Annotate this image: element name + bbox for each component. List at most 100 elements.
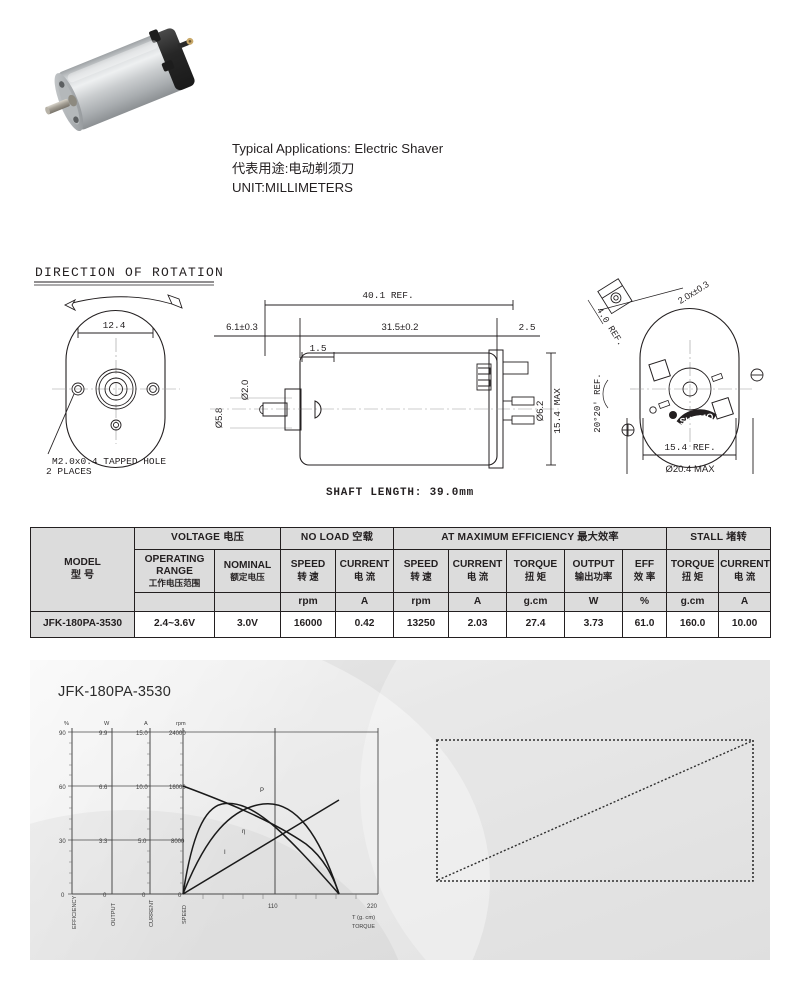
- overall-length-dim: 40.1 REF.: [362, 290, 413, 301]
- tick-cur-100: 10.0: [136, 785, 148, 791]
- unit-operating-range: [134, 592, 215, 612]
- placeholder-rect: [436, 739, 754, 882]
- subheader-stall-torque-cn: 扭 矩: [681, 571, 704, 583]
- specification-table-block: MODEL 型 号 VOLTAGE 电压 NO LOAD 空载 AT MAXIM…: [30, 527, 772, 638]
- axis-ticks: [68, 731, 183, 895]
- subheader-nominal-cn: 额定电压: [230, 571, 265, 582]
- outer-dia-dim: Ø20.4 MAX: [665, 464, 715, 475]
- curve-speed: [182, 785, 340, 895]
- direction-of-rotation-heading: DIRECTION OF ROTATION: [35, 265, 224, 280]
- axis-unit-current: A: [144, 721, 148, 727]
- xaxis-name-label: TORQUE: [352, 924, 375, 930]
- axis-minor-ticks: [69, 742, 357, 899]
- subheader-noload-current: CURRENT 电 流: [335, 549, 394, 593]
- tick-spd-16000: 16000: [169, 785, 186, 791]
- subheader-noload-speed-en: SPEED: [290, 559, 326, 571]
- body-length-dim: 31.5±0.2: [382, 322, 419, 333]
- unit-eff-percent: %: [621, 592, 668, 612]
- curve-current: [182, 799, 340, 895]
- specification-table: MODEL 型 号 VOLTAGE 电压 NO LOAD 空载 AT MAXIM…: [30, 527, 772, 638]
- subheader-eff-torque-en: TORQUE: [513, 559, 558, 571]
- unit-stall-torque: g.cm: [666, 592, 720, 612]
- applications-line-chinese: 代表用途:电动剃须刀: [232, 160, 355, 176]
- table-header-sub-row: OPERATING RANGE 工作电压范围 NOMINAL 额定电压 SPEE…: [31, 549, 772, 593]
- unit-eff-speed: rpm: [393, 592, 449, 612]
- tick-cur-50: 5.0: [138, 839, 147, 845]
- xtick-220: 220: [367, 904, 378, 910]
- xtick-110: 110: [268, 904, 278, 910]
- tick-out-99: 9.9: [99, 731, 108, 737]
- rear-dim: 2.5: [518, 322, 535, 333]
- technical-drawings-block: DIRECTION OF ROTATION 12.4: [0, 258, 800, 510]
- cell-noload-speed: 16000: [280, 611, 336, 638]
- angle-dim: 20°20' REF.: [593, 373, 603, 432]
- curve-output: [182, 803, 340, 895]
- subheader-eff-speed-cn: 转 速: [410, 571, 432, 583]
- unit-nominal: [214, 592, 281, 612]
- subheader-eff-current-cn: 电 流: [466, 571, 489, 583]
- front-width-dim: 12.4: [103, 320, 126, 331]
- placeholder-diagonal: [437, 740, 753, 881]
- tick-eff-0: 0: [61, 893, 65, 899]
- unit-stall-current: A: [718, 592, 772, 612]
- header-model: MODEL 型 号: [30, 527, 135, 612]
- side-height-dim: 15.4 MAX: [552, 388, 563, 434]
- subheader-stall-torque: TORQUE 扭 矩: [666, 549, 720, 593]
- table-header-unit-row: rpm A rpm A g.cm W % g.cm A: [31, 592, 772, 612]
- yaxis-name-efficiency: EFFICIENCY: [72, 895, 78, 929]
- subheader-stall-torque-en: TORQUE: [670, 559, 715, 571]
- subheader-eff-speed-en: SPEED: [403, 559, 439, 571]
- header-maxeff-group: AT MAXIMUM EFFICIENCY 最大效率: [392, 527, 668, 550]
- curve-label-efficiency: η: [242, 829, 245, 835]
- drawings-svg: DIRECTION OF ROTATION 12.4: [34, 265, 764, 499]
- tick-spd-24000: 24000: [169, 731, 186, 737]
- shaft-length-caption: SHAFT LENGTH: 39.0mm: [326, 487, 474, 499]
- brand-label: SUOMO: [679, 411, 714, 426]
- header-model-cn: 型 号: [70, 569, 95, 581]
- front-offset-dim: 6.1±0.3: [226, 322, 258, 333]
- subheader-eff-percent: EFF 效 率: [621, 549, 668, 593]
- unit-noload-current: A: [335, 592, 394, 612]
- cell-stall-current: 10.00: [718, 611, 772, 638]
- cell-eff-speed: 13250: [393, 611, 449, 638]
- cell-nominal: 3.0V: [214, 611, 281, 638]
- dc-motor-photo: [45, 28, 195, 132]
- axis-unit-output: W: [104, 721, 110, 727]
- side-view-drawing: 40.1 REF. 6.1±0.3 31.5±0.2 2.5 1.5: [210, 290, 563, 499]
- curve-label-current: I: [224, 850, 226, 856]
- subheader-operating-range-cn: 工作电压范围: [148, 577, 201, 588]
- unit-eff-output: W: [564, 592, 623, 612]
- subheader-stall-current-cn: 电 流: [733, 571, 756, 583]
- rear-view-drawing: 2.0x±0.3 4.0 REF.: [587, 278, 764, 475]
- curve-efficiency: [182, 802, 340, 895]
- decorative-swoosh-2: [360, 660, 770, 960]
- header-voltage-group: VOLTAGE 电压: [134, 527, 281, 550]
- xaxis-unit-label: T (g. cm): [352, 915, 375, 921]
- table-header-group-row: MODEL 型 号 VOLTAGE 电压 NO LOAD 空载 AT MAXIM…: [30, 527, 772, 612]
- subheader-eff-torque-cn: 扭 矩: [524, 571, 547, 583]
- subheader-stall-current-en: CURRENT: [720, 559, 770, 571]
- unit-noload-speed: rpm: [280, 592, 336, 612]
- yaxis-name-output: OUTPUT: [111, 902, 117, 926]
- subheader-eff-speed: SPEED 转 速: [393, 549, 449, 593]
- tick-out-0: 0: [103, 893, 107, 899]
- subheader-operating-range-en: OPERATING RANGE: [144, 553, 205, 577]
- subheader-eff-current: CURRENT 电 流: [448, 549, 507, 593]
- cell-eff-current: 2.03: [448, 611, 507, 638]
- subheader-eff-output-en: OUTPUT: [572, 559, 615, 571]
- boss-dia-dim: Ø5.8: [214, 408, 225, 429]
- cell-eff-percent: 61.0: [621, 611, 668, 638]
- chart-title: JFK-180PA-3530: [58, 684, 171, 700]
- curve-label-output: P: [260, 788, 264, 794]
- header-model-en: MODEL: [64, 557, 101, 569]
- cell-eff-output: 3.73: [564, 611, 623, 638]
- axis-unit-speed: rpm: [176, 721, 186, 727]
- terminal-ref-dim: 4.0 REF.: [594, 306, 625, 348]
- subheader-stall-current: CURRENT 电 流: [718, 549, 772, 593]
- shaft-dia-dim: Ø2.0: [240, 380, 251, 401]
- tapped-hole-places: 2 PLACES: [46, 466, 92, 477]
- tick-cur-0: 0: [142, 893, 146, 899]
- subheader-eff-output: OUTPUT 输出功率: [564, 549, 623, 593]
- axis-unit-efficiency: %: [64, 721, 69, 727]
- tapped-hole-note: M2.0x0.4 TAPPED HOLE: [52, 456, 166, 467]
